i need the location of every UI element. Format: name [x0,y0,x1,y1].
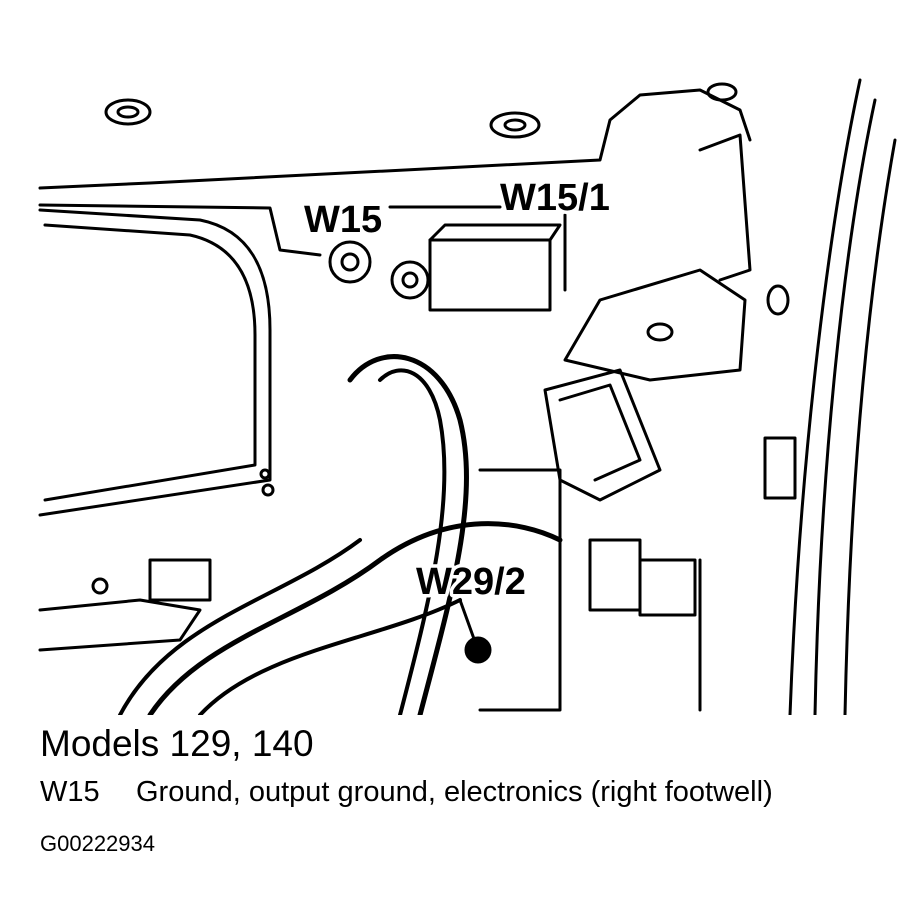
callout-w15: W15 [304,199,382,241]
caption-title: Models 129, 140 [40,723,314,764]
glovebox-panel [38,208,272,517]
dash-panel-lower-edge [38,203,322,257]
ground-stud [328,240,372,284]
connector [588,538,642,612]
mounting-hole [489,111,541,139]
relay-module [543,368,662,502]
mounting-hole [706,82,738,102]
mounting-bracket [563,268,747,382]
ground-point [464,636,492,664]
mounting-hole [104,98,152,126]
connector-block [428,238,552,312]
wiring-harness [347,354,469,715]
figure-caption: Models 129, 140 W15 Ground, output ground… [40,722,773,857]
wiring-harness [147,521,563,715]
figure-id: G00222934 [40,831,155,856]
dash-panel-outline [38,88,752,190]
ground-stud [390,260,430,300]
legend-code: W15 [40,776,100,808]
legend-text: Ground, output ground, electronics (righ… [136,776,773,808]
callout-w15-1: W15/1 [500,177,610,219]
glovebox-panel-inner [43,223,257,502]
callout-w29-2: W29/2 [416,561,526,603]
legend-row: W15 Ground, output ground, electronics (r… [40,776,773,809]
footwell-ground-diagram: W15 W15/1 W29/2 [38,78,897,715]
side-clip [763,436,797,500]
door-frame [788,78,862,715]
